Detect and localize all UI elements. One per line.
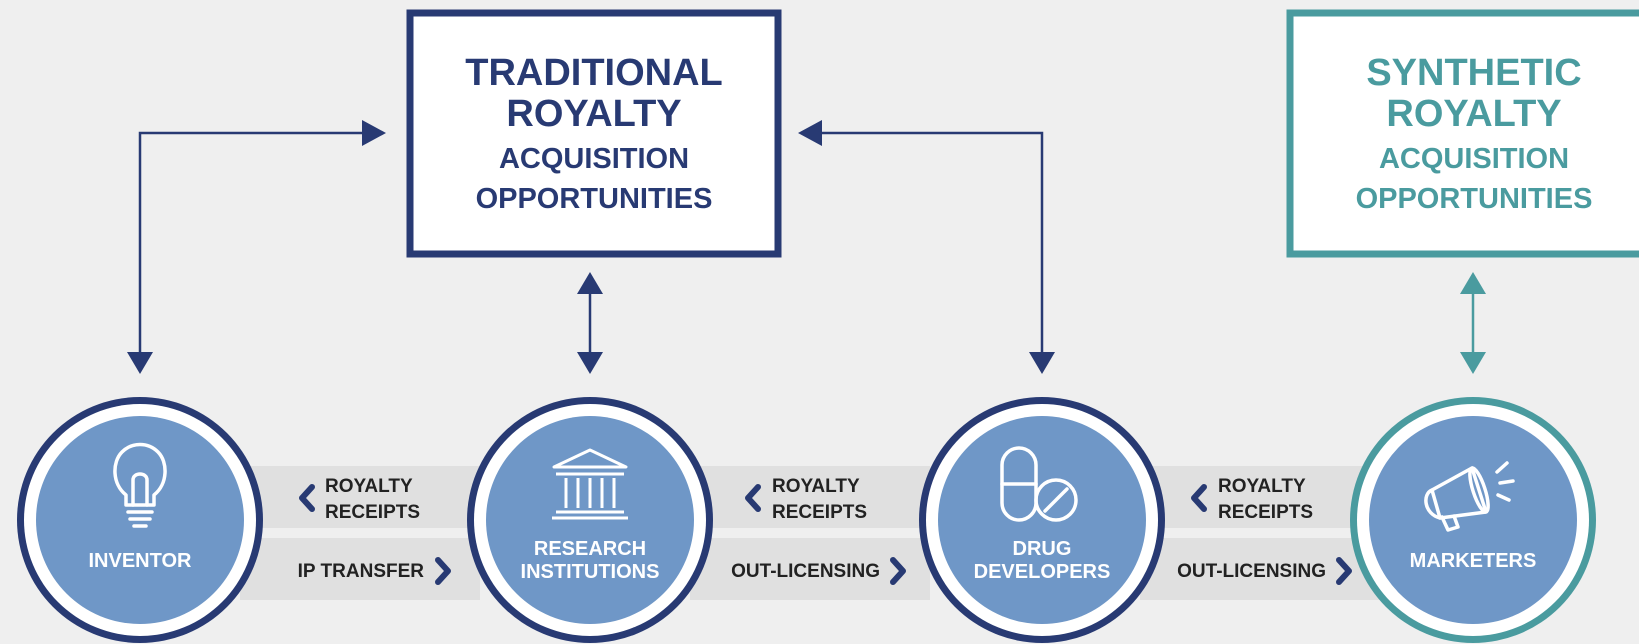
flow-band-1-labels: ROYALTY RECEIPTS IP TRANSFER [298, 476, 451, 585]
node-research-label-line1: RESEARCH [534, 538, 646, 560]
flow-bands [240, 466, 1380, 600]
band1-ip-transfer-label: IP TRANSFER [298, 561, 425, 582]
traditional-royalty-box: TRADITIONAL ROYALTY ACQUISITION OPPORTUN… [406, 9, 782, 258]
flow-band-1-top [240, 466, 480, 528]
band2-out-licensing-label: OUT-LICENSING [731, 561, 880, 582]
node-drug-developers: DRUG DEVELOPERS [919, 397, 1165, 643]
node-marketers-fill [1369, 416, 1577, 624]
flow-band-2-labels: ROYALTY RECEIPTS OUT-LICENSING [731, 476, 906, 585]
traditional-subtitle-line1: ACQUISITION [499, 143, 689, 175]
synthetic-box-frame [1286, 9, 1639, 258]
band1-receipts-label: RECEIPTS [325, 502, 420, 523]
synthetic-title-line2: ROYALTY [1386, 93, 1561, 135]
node-inventor: INVENTOR [17, 397, 263, 643]
chevron-left-icon [745, 484, 761, 512]
band3-royalty-label: ROYALTY [1218, 476, 1306, 497]
band2-royalty-label: ROYALTY [772, 476, 860, 497]
arrowhead-to-box-left [362, 120, 386, 146]
band3-out-licensing-label: OUT-LICENSING [1177, 561, 1326, 582]
flow-band-2-bottom [690, 538, 930, 600]
node-inventor-label: INVENTOR [89, 550, 193, 572]
synthetic-title-line1: SYNTHETIC [1366, 52, 1581, 94]
node-research-label-line2: INSTITUTIONS [521, 561, 660, 583]
connector-inventor-traditional [138, 131, 366, 355]
chevron-left-icon [299, 484, 315, 512]
band1-royalty-label: ROYALTY [325, 476, 413, 497]
node-drug-label-line1: DRUG [1013, 538, 1072, 560]
flow-band-3-top [1140, 466, 1380, 528]
traditional-box-frame [406, 9, 782, 258]
lightbulb-icon [113, 442, 167, 528]
flow-band-1-bottom [240, 538, 480, 600]
megaphone-icon [1424, 461, 1515, 532]
traditional-subtitle-line2: OPPORTUNITIES [476, 183, 713, 215]
connector-drug-traditional [822, 131, 1044, 355]
flow-band-3-labels: ROYALTY RECEIPTS OUT-LICENSING [1177, 476, 1352, 585]
node-marketers-label: MARKETERS [1410, 550, 1537, 572]
arrowhead-synthetic-up [1460, 272, 1486, 294]
arrowhead-to-inventor [127, 352, 153, 374]
connectors [138, 131, 1044, 355]
arrowhead-research-up [577, 272, 603, 294]
arrowhead-to-box-right [798, 120, 822, 146]
node-drug-label-line2: DEVELOPERS [974, 561, 1111, 583]
arrowhead-synthetic-down [1460, 352, 1486, 374]
arrowheads [127, 120, 1055, 374]
node-drug-fill [938, 416, 1146, 624]
traditional-title-line1: TRADITIONAL [465, 52, 723, 94]
flow-band-3-bottom [1140, 538, 1380, 600]
institution-building-icon [552, 448, 628, 520]
band3-receipts-label: RECEIPTS [1218, 502, 1313, 523]
synthetic-subtitle-line2: OPPORTUNITIES [1356, 183, 1593, 215]
band2-receipts-label: RECEIPTS [772, 502, 867, 523]
arrowhead-research-down [577, 352, 603, 374]
synthetic-subtitle-line1: ACQUISITION [1379, 143, 1569, 175]
node-research-fill [486, 416, 694, 624]
pills-icon [1000, 446, 1078, 522]
chevron-right-icon [890, 557, 906, 585]
arrowhead-to-drug [1029, 352, 1055, 374]
node-research-institutions: RESEARCH INSTITUTIONS [467, 397, 713, 643]
chevron-right-icon [435, 557, 451, 585]
node-marketers: MARKETERS [1350, 397, 1596, 643]
traditional-title-line2: ROYALTY [506, 93, 681, 135]
chevron-left-icon [1191, 484, 1207, 512]
synthetic-connector [1460, 272, 1486, 374]
flow-band-2-top [690, 466, 930, 528]
synthetic-royalty-box: SYNTHETIC ROYALTY ACQUISITION OPPORTUNIT… [1286, 9, 1639, 258]
chevron-right-icon [1336, 557, 1352, 585]
